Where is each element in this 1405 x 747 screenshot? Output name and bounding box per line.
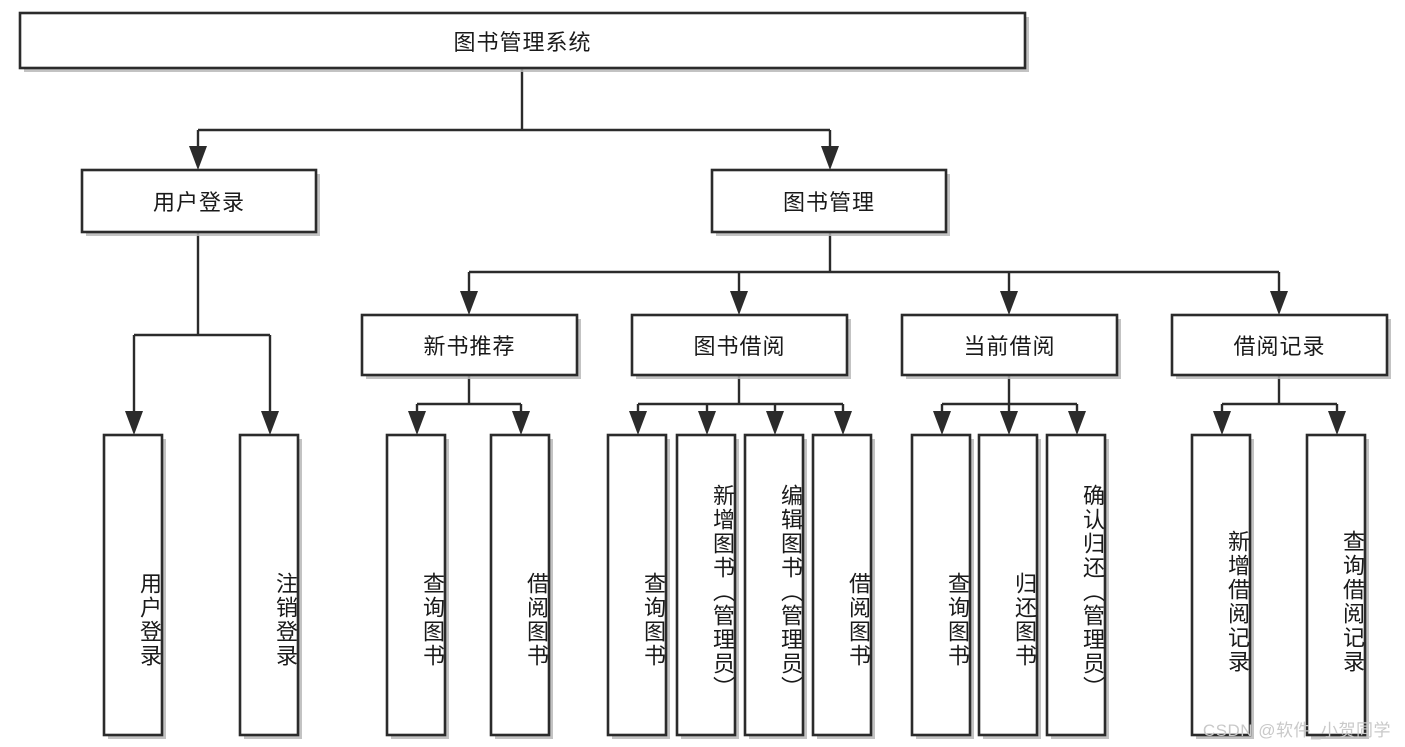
node-box-new-book-rec[interactable]	[360, 313, 579, 377]
arrow-head-user-login	[189, 146, 207, 170]
connector-group-user-login	[125, 232, 279, 435]
node-box-book-manage[interactable]	[710, 168, 948, 234]
arrow-head-leaf-query-book-1	[408, 411, 426, 435]
arrow-head-leaf-query-book-2	[629, 411, 647, 435]
node-box-leaf-borrow-book-2[interactable]	[811, 433, 873, 737]
arrow-head-leaf-add-book	[698, 411, 716, 435]
node-box-book-borrow[interactable]	[630, 313, 849, 377]
node-box-current-borrow[interactable]	[900, 313, 1119, 377]
connector-group-root	[189, 68, 839, 170]
connector-group-new-book-rec	[408, 375, 530, 435]
node-box-leaf-query-book-3[interactable]	[910, 433, 972, 737]
arrow-head-leaf-user-login	[125, 411, 143, 435]
node-box-leaf-confirm-return[interactable]	[1045, 433, 1107, 737]
node-box-root[interactable]	[18, 11, 1027, 70]
arrow-head-book-borrow	[730, 291, 748, 315]
node-box-user-login[interactable]	[80, 168, 318, 234]
arrow-head-leaf-return-book	[1000, 411, 1018, 435]
node-box-leaf-edit-book[interactable]	[743, 433, 805, 737]
connector-group-borrow-record	[1213, 375, 1346, 435]
csdn-watermark: CSDN @软件_小贺同学	[1202, 721, 1391, 740]
node-box-leaf-return-book[interactable]	[977, 433, 1039, 737]
node-box-leaf-add-book[interactable]	[675, 433, 737, 737]
arrow-head-leaf-borrow-book-1	[512, 411, 530, 435]
node-box-leaf-logout[interactable]	[238, 433, 300, 737]
arrow-head-leaf-query-book-3	[933, 411, 951, 435]
connector-group-book-borrow	[629, 375, 852, 435]
node-box-group	[18, 11, 1389, 737]
node-box-leaf-user-login[interactable]	[102, 433, 164, 737]
arrow-head-leaf-add-record	[1213, 411, 1231, 435]
node-box-borrow-record[interactable]	[1170, 313, 1389, 377]
arrow-head-leaf-confirm-return	[1068, 411, 1086, 435]
arrow-head-leaf-query-record	[1328, 411, 1346, 435]
connector-group-book-manage	[460, 232, 1288, 315]
node-box-leaf-query-book-2[interactable]	[606, 433, 668, 737]
arrow-head-new-book-rec	[460, 291, 478, 315]
arrow-head-current-borrow	[1000, 291, 1018, 315]
arrow-head-leaf-edit-book	[766, 411, 784, 435]
node-box-leaf-query-record[interactable]	[1305, 433, 1367, 737]
arrow-head-book-manage	[821, 146, 839, 170]
arrow-head-leaf-borrow-book-2	[834, 411, 852, 435]
arrow-head-leaf-logout	[261, 411, 279, 435]
node-box-leaf-borrow-book-1[interactable]	[489, 433, 551, 737]
node-box-leaf-add-record[interactable]	[1190, 433, 1252, 737]
connector-group-current-borrow	[933, 375, 1086, 435]
node-box-leaf-query-book-1[interactable]	[385, 433, 447, 737]
arrow-head-borrow-record	[1270, 291, 1288, 315]
